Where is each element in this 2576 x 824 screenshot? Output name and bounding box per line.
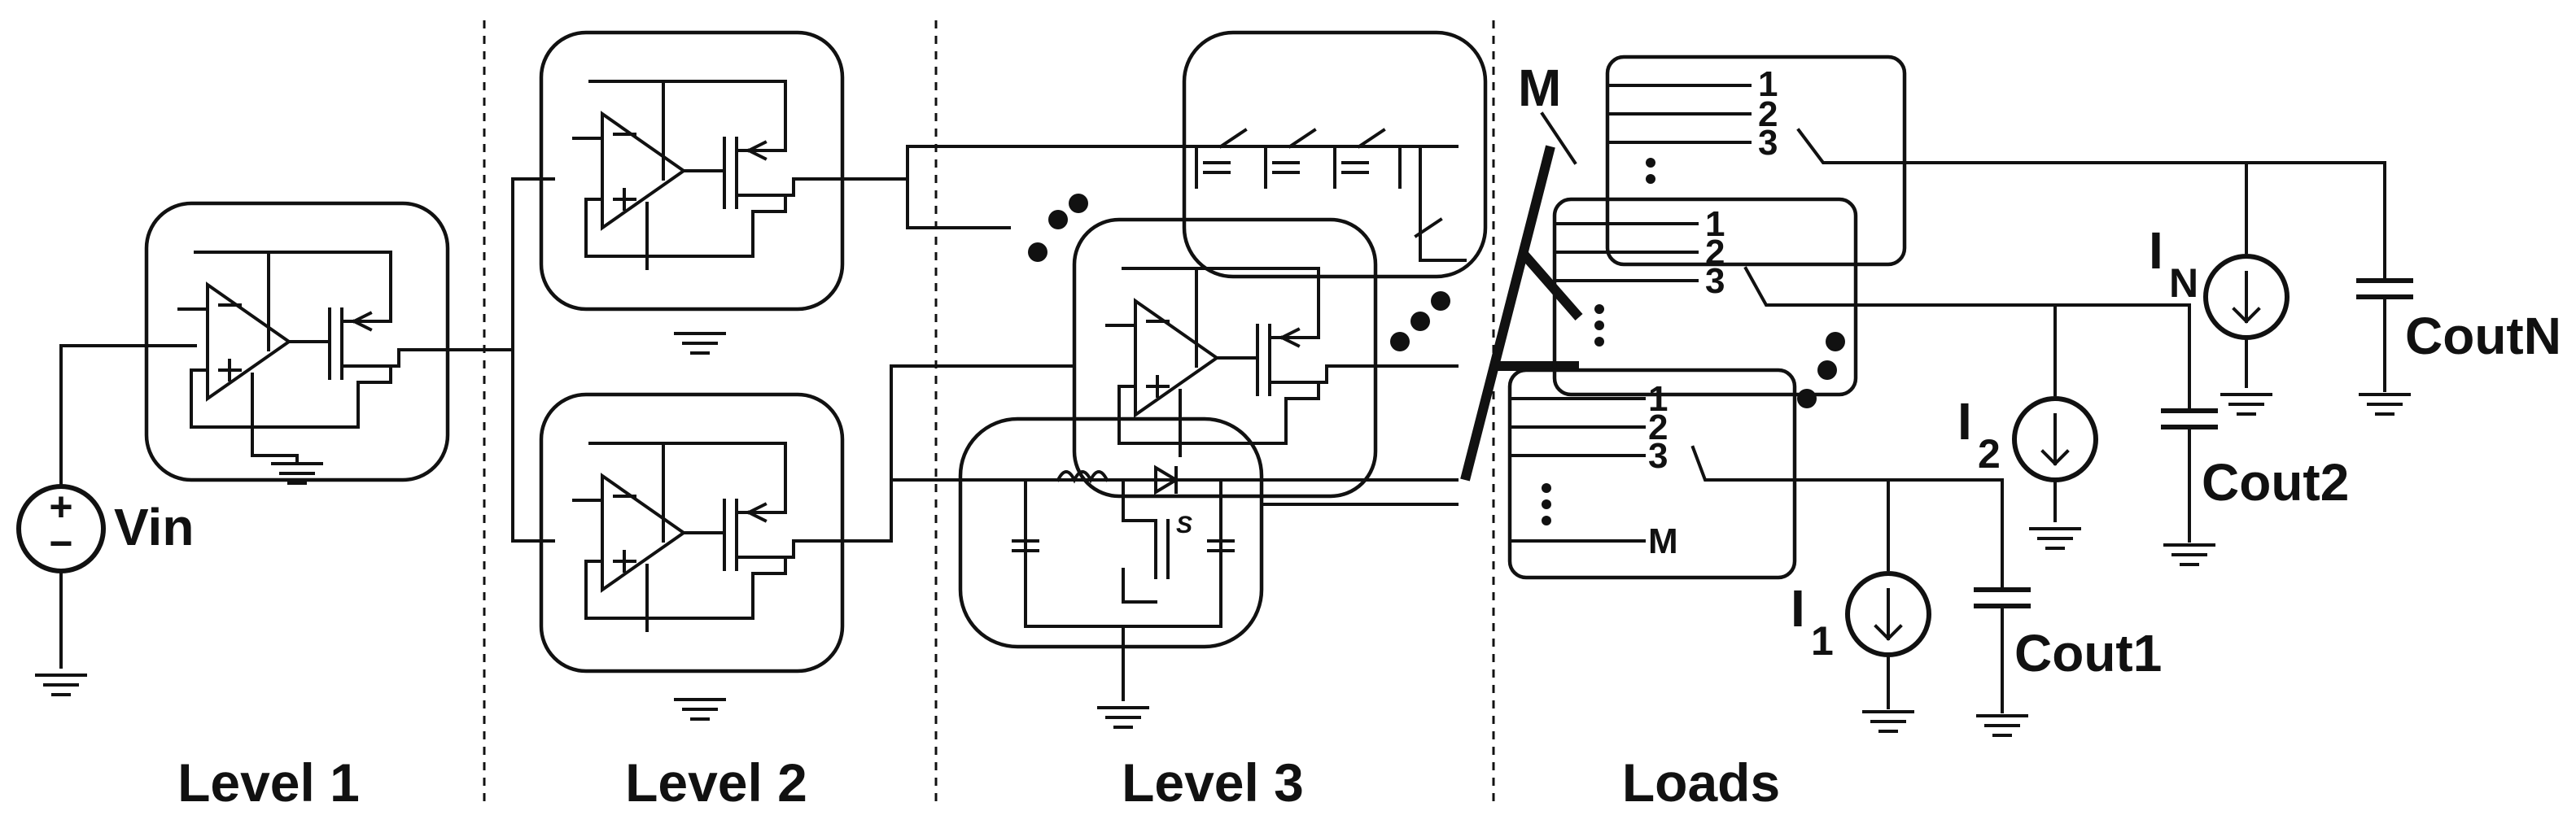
section-label-level-1: Level 1 bbox=[177, 752, 360, 813]
load2-tap-3: 3 bbox=[1705, 261, 1725, 301]
load-dot bbox=[1594, 337, 1604, 347]
load2-tap-1: 1 bbox=[1705, 204, 1725, 244]
capacitor-cout1-label: Cout1 bbox=[2014, 624, 2162, 682]
load-block-3: 1 2 3 bbox=[1605, 54, 2386, 267]
level3-dot bbox=[1390, 332, 1410, 351]
capacitor-cout2-label: Cout2 bbox=[2202, 453, 2349, 512]
load1-tap-3: 3 bbox=[1648, 436, 1668, 476]
load3-tap-1: 1 bbox=[1758, 64, 1778, 104]
load-block-2: 1 2 3 bbox=[1552, 197, 2191, 397]
load2-tap-2: 2 bbox=[1705, 233, 1725, 272]
vin-label: Vin bbox=[114, 498, 194, 556]
ground-vin bbox=[35, 674, 87, 696]
ground-coutn bbox=[2359, 393, 2411, 416]
load3-tap-3: 3 bbox=[1758, 123, 1778, 163]
output-2: I 2 Cout2 bbox=[1957, 303, 2349, 566]
output-1: I 1 Cout1 bbox=[1791, 478, 2162, 737]
current-source-i1-label: I bbox=[1791, 579, 1805, 638]
section-label-level-3: Level 3 bbox=[1122, 752, 1304, 813]
current-source-i2-sub: 2 bbox=[1978, 431, 2001, 477]
level2-ldo-top bbox=[541, 33, 842, 355]
level2-ldo-bottom bbox=[541, 395, 842, 721]
load-dot bbox=[1646, 158, 1655, 168]
wire-l1-l2 bbox=[446, 177, 555, 543]
load1-tap-2: 2 bbox=[1648, 408, 1668, 447]
level3-boost: S bbox=[958, 416, 1459, 729]
current-source-in-label: I bbox=[2149, 221, 2163, 280]
level3-ldo bbox=[1074, 220, 1459, 496]
level3-dot bbox=[1410, 312, 1430, 331]
ground-i2 bbox=[2029, 527, 2081, 550]
level3-switched-cap bbox=[1179, 30, 1488, 279]
load1-tap-m: M bbox=[1648, 521, 1678, 561]
level3-dot bbox=[1431, 291, 1450, 311]
ground-level3 bbox=[1097, 706, 1149, 729]
wire-l2-bottom-out bbox=[841, 364, 1459, 543]
section-label-level-2: Level 2 bbox=[625, 752, 807, 813]
level3-dot bbox=[1069, 194, 1088, 213]
load-dot bbox=[1826, 332, 1845, 351]
load-dot bbox=[1594, 304, 1604, 314]
level3-dot bbox=[1048, 210, 1068, 229]
ground-in bbox=[2220, 393, 2272, 416]
current-source-in-sub: N bbox=[2169, 260, 2198, 306]
ground-level2-bottom bbox=[674, 698, 726, 721]
load-dot bbox=[1542, 516, 1551, 525]
level3-dot bbox=[1028, 242, 1047, 262]
ground-i1 bbox=[1862, 710, 1914, 733]
wire-l2-top-out bbox=[841, 145, 1182, 229]
ground-cout2 bbox=[2163, 543, 2215, 566]
ground-cout1 bbox=[1976, 714, 2028, 737]
bus-label-m: M bbox=[1518, 59, 1561, 117]
output-n: I N CoutN bbox=[2149, 161, 2561, 416]
load-dot bbox=[1817, 360, 1837, 380]
level1-ldo bbox=[147, 203, 448, 485]
vin-plus-sign: + bbox=[49, 484, 72, 530]
capacitor-coutn-label: CoutN bbox=[2405, 307, 2561, 365]
load-dot bbox=[1594, 320, 1604, 330]
section-label-loads: Loads bbox=[1622, 752, 1780, 813]
vin-minus-sign: − bbox=[49, 521, 72, 566]
load-dot bbox=[1542, 499, 1551, 509]
load-dot bbox=[1797, 389, 1817, 408]
ground-level2-top bbox=[674, 332, 726, 355]
load-dot bbox=[1646, 174, 1655, 184]
load-dot bbox=[1542, 483, 1551, 493]
load-bus bbox=[1460, 145, 1583, 482]
current-source-i1-sub: 1 bbox=[1811, 618, 1834, 664]
load-block-1: 1 2 3 M bbox=[1507, 368, 2004, 580]
load3-tap-2: 2 bbox=[1758, 94, 1778, 134]
current-source-i2-label: I bbox=[1957, 392, 1972, 451]
switch-label: S bbox=[1176, 512, 1192, 538]
load1-tap-1: 1 bbox=[1648, 379, 1668, 419]
vin-source: + − Vin bbox=[16, 344, 197, 696]
